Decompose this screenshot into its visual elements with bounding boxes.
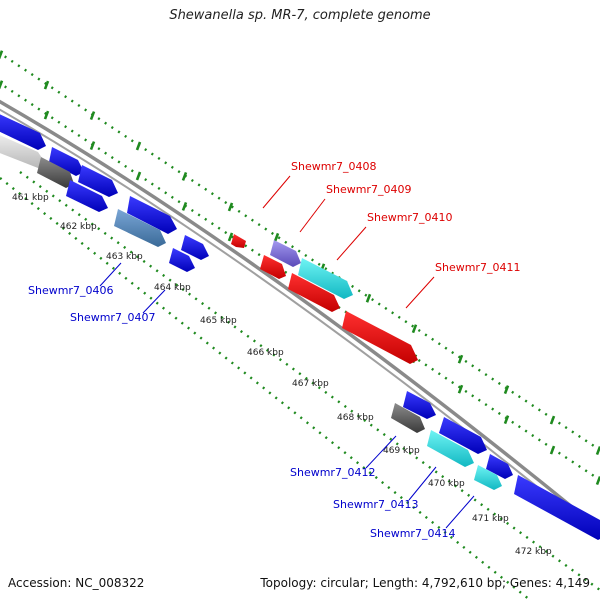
gene-feature[interactable] — [127, 196, 177, 234]
callout-line — [365, 435, 397, 469]
major-tick — [135, 171, 142, 181]
major-tick — [0, 80, 4, 90]
gene-feature[interactable] — [427, 430, 474, 467]
callout-line — [405, 276, 435, 309]
kbp-label: 469 kbp — [383, 446, 420, 456]
major-tick — [365, 293, 372, 303]
gene-feature[interactable] — [439, 417, 487, 454]
major-tick — [181, 171, 188, 181]
kbp-label: 466 kbp — [247, 348, 284, 358]
gene-label[interactable]: Shewmr7_0412 — [290, 466, 375, 479]
callout-line — [99, 262, 122, 287]
kbp-label: 470 kbp — [428, 479, 465, 489]
gene-label[interactable]: Shewmr7_0413 — [333, 498, 418, 511]
major-tick — [227, 232, 234, 242]
gene-callouts: Shewmr7_0408Shewmr7_0409Shewmr7_0410Shew… — [28, 160, 520, 540]
major-tick — [227, 202, 234, 212]
major-tick — [273, 232, 280, 242]
gene-feature[interactable] — [66, 180, 108, 212]
gene-feature[interactable] — [514, 475, 600, 540]
forward-strand-genes — [0, 112, 600, 540]
gene-feature[interactable] — [78, 165, 118, 197]
kbp-label: 465 kbp — [200, 316, 237, 326]
major-tick — [43, 110, 50, 120]
gene-feature[interactable] — [270, 240, 301, 267]
gene-label[interactable]: Shewmr7_0408 — [291, 160, 376, 173]
callout-line — [142, 289, 166, 314]
genome-summary-label: Topology: circular; Length: 4,792,610 bp… — [260, 576, 590, 590]
major-tick — [503, 415, 510, 425]
outer-track-line — [0, 51, 600, 452]
callout-line — [445, 495, 475, 529]
major-tick — [181, 201, 188, 211]
kbp-label: 471 kbp — [472, 514, 509, 524]
major-tick — [89, 111, 96, 121]
gene-label[interactable]: Shewmr7_0407 — [70, 311, 155, 324]
gene-feature[interactable] — [298, 258, 353, 299]
gene-feature[interactable] — [0, 112, 46, 150]
gene-label[interactable]: Shewmr7_0414 — [370, 527, 455, 540]
gene-feature[interactable] — [342, 311, 418, 364]
major-tick — [549, 415, 556, 425]
gene-feature[interactable] — [231, 234, 246, 248]
inner-track-line — [0, 177, 531, 600]
accession-label: Accession: NC_008322 — [8, 576, 145, 590]
kbp-label: 464 kbp — [154, 283, 191, 293]
gene-feature[interactable] — [260, 255, 286, 279]
major-tick — [89, 141, 96, 151]
major-tick — [503, 385, 510, 395]
gene-feature[interactable] — [114, 209, 166, 247]
genome-title: Shewanella sp. MR-7, complete genome — [169, 8, 431, 23]
gene-label[interactable]: Shewmr7_0410 — [367, 211, 452, 224]
callout-line — [299, 198, 326, 233]
gene-label[interactable]: Shewmr7_0406 — [28, 284, 113, 297]
kbp-label: 463 kbp — [106, 252, 143, 262]
gene-label[interactable]: Shewmr7_0411 — [435, 261, 520, 274]
kbp-label: 468 kbp — [337, 413, 374, 423]
major-tick — [135, 141, 142, 151]
genome-backbone — [0, 99, 600, 540]
gene-feature[interactable] — [474, 465, 502, 490]
gene-feature[interactable] — [288, 273, 340, 312]
gene-feature[interactable] — [403, 391, 436, 419]
major-tick — [0, 50, 4, 60]
gene-feature[interactable] — [486, 454, 513, 479]
callout-line — [262, 175, 291, 209]
gene-feature[interactable] — [181, 235, 209, 260]
gene-label[interactable]: Shewmr7_0409 — [326, 183, 411, 196]
major-tick — [549, 445, 556, 455]
kbp-tick-labels: 461 kbp 462 kbp 463 kbp 464 kbp 465 kbp 466 k… — [12, 193, 552, 557]
major-tick — [457, 354, 464, 364]
major-tick — [43, 80, 50, 90]
callout-line — [408, 466, 437, 501]
kbp-label: 467 kbp — [292, 379, 329, 389]
gene-feature[interactable] — [391, 403, 425, 433]
kbp-label: 462 kbp — [60, 222, 97, 232]
gene-feature[interactable] — [37, 157, 74, 188]
inner-tick-tracks — [0, 171, 600, 600]
major-tick — [411, 324, 418, 334]
kbp-label: 472 kbp — [515, 547, 552, 557]
gene-feature[interactable] — [49, 147, 84, 176]
gene-feature[interactable] — [0, 133, 46, 168]
callout-line — [336, 226, 367, 261]
kbp-label: 461 kbp — [12, 193, 49, 203]
gene-feature[interactable] — [169, 248, 195, 272]
major-tick — [457, 384, 464, 394]
